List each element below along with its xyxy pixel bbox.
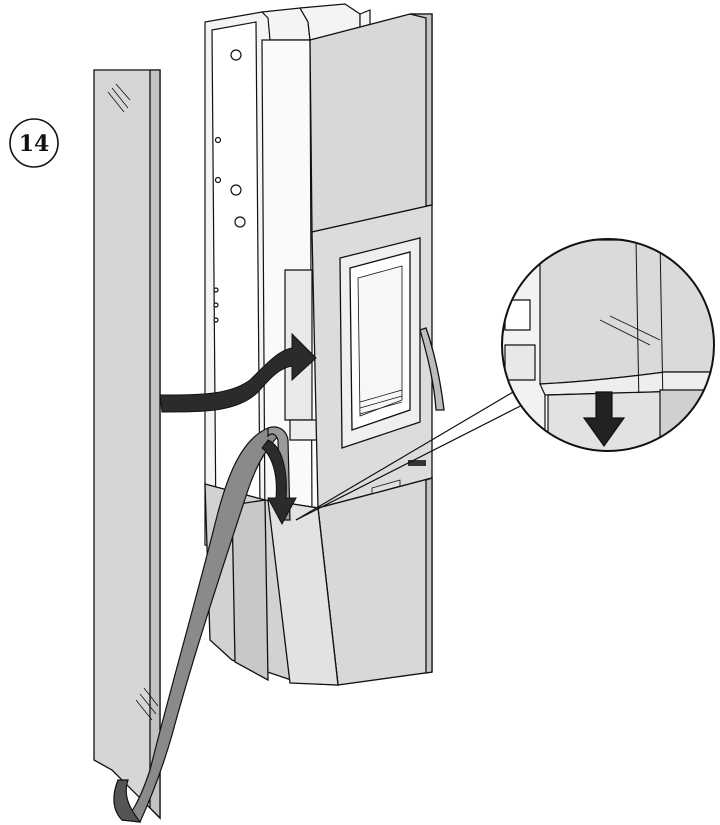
callout-leader <box>295 387 549 521</box>
detail-down-arrow-icon <box>582 391 626 448</box>
door-handle <box>419 327 445 411</box>
magnifier-callout-icon <box>501 238 715 452</box>
top-panel <box>309 13 433 233</box>
curved-arrow-right-icon <box>159 332 317 413</box>
handling-strap <box>113 426 291 823</box>
stove-body <box>204 13 445 686</box>
arrow-down-icon <box>261 439 297 526</box>
circle-badge-icon <box>9 118 59 168</box>
side-glass-panel <box>93 69 161 820</box>
step-number: 14 <box>19 131 50 157</box>
step-badge: 14 <box>9 118 59 168</box>
